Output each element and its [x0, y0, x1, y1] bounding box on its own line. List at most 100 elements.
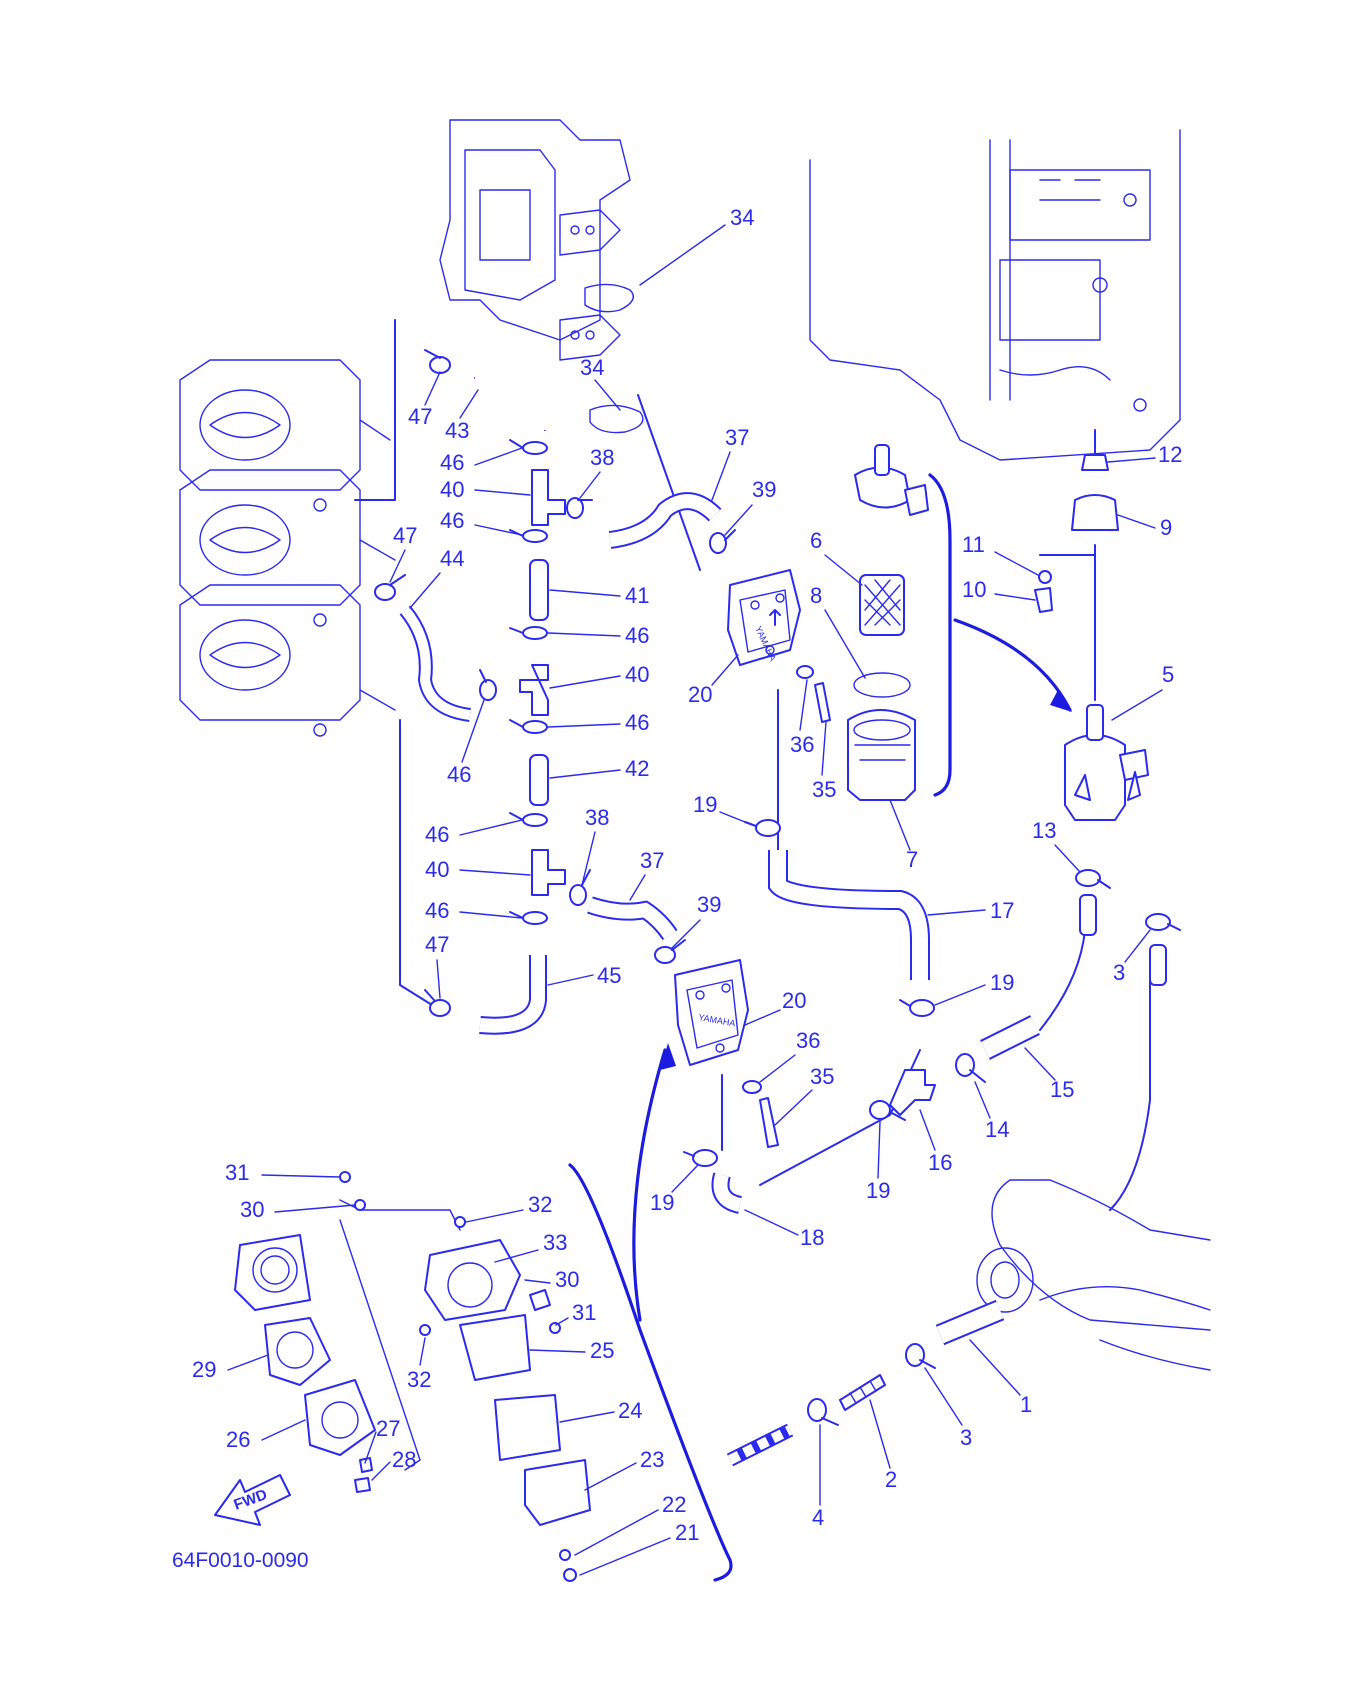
- callout-19-c: 19: [866, 1121, 890, 1203]
- callout-46-d: 46: [547, 710, 649, 735]
- svg-text:9: 9: [1160, 515, 1172, 540]
- bracket-hardware: [1034, 454, 1119, 613]
- svg-text:41: 41: [625, 583, 649, 608]
- callout-31-b: 31: [555, 1300, 596, 1326]
- svg-text:40: 40: [625, 662, 649, 687]
- svg-text:35: 35: [812, 777, 836, 802]
- callout-6: 6: [810, 528, 863, 586]
- clamp-46-a: [509, 439, 548, 455]
- clamp-46-g: [509, 911, 548, 925]
- callout-28: 28: [371, 1447, 416, 1481]
- svg-text:47: 47: [425, 932, 449, 957]
- hose-45: [479, 955, 547, 1035]
- lower-unit-right: [976, 1179, 1211, 1371]
- svg-text:36: 36: [796, 1028, 820, 1053]
- carburetor-assembly: [179, 359, 396, 737]
- svg-text:19: 19: [990, 970, 1014, 995]
- hose-37-lower: [587, 896, 678, 941]
- callout-37-b: 37: [629, 848, 664, 901]
- callout-36-a: 36: [790, 679, 814, 757]
- callout-32-a: 32: [465, 1192, 552, 1223]
- callout-46-g: 46: [425, 898, 523, 923]
- callout-10: 10: [962, 577, 1036, 602]
- svg-text:47: 47: [393, 523, 417, 548]
- callout-42: 42: [549, 756, 649, 781]
- svg-text:21: 21: [675, 1520, 699, 1545]
- svg-text:33: 33: [543, 1230, 567, 1255]
- svg-text:46: 46: [425, 898, 449, 923]
- callout-3-b: 3: [924, 1367, 972, 1450]
- svg-text:32: 32: [407, 1367, 431, 1392]
- callout-30-a: 30: [240, 1197, 356, 1222]
- clamp-19-c: [869, 1100, 906, 1121]
- clamp-14: [955, 1053, 986, 1083]
- callout-12: 12: [1107, 442, 1182, 467]
- callout-29: 29: [192, 1354, 269, 1382]
- svg-text:19: 19: [693, 792, 717, 817]
- svg-text:39: 39: [697, 892, 721, 917]
- svg-text:45: 45: [597, 963, 621, 988]
- svg-text:3: 3: [1113, 960, 1125, 985]
- callout-19-b: 19: [934, 970, 1014, 1006]
- svg-text:35: 35: [810, 1064, 834, 1089]
- callout-13: 13: [1032, 818, 1081, 873]
- callout-25: 25: [529, 1338, 614, 1363]
- svg-text:19: 19: [866, 1178, 890, 1203]
- svg-text:19: 19: [650, 1190, 674, 1215]
- svg-text:46: 46: [447, 762, 471, 787]
- clamp-3-b: [905, 1343, 936, 1369]
- clamp-46-b: [509, 529, 548, 543]
- clamp-38-b: [569, 869, 591, 906]
- svg-text:7: 7: [906, 847, 918, 872]
- screws-washers: [742, 665, 831, 1148]
- svg-text:44: 44: [440, 546, 464, 571]
- callout-17: 17: [927, 898, 1014, 923]
- hose-joint-2: [839, 1374, 886, 1411]
- callout-47-a: 47: [408, 371, 441, 429]
- svg-text:20: 20: [688, 682, 712, 707]
- t-joints: [519, 469, 936, 1116]
- hose-1: [935, 1299, 1005, 1346]
- clamp-19-a: [744, 819, 781, 837]
- clamp-46-f: [509, 812, 548, 827]
- clamp-13: [1075, 869, 1111, 889]
- svg-text:1: 1: [1020, 1392, 1032, 1417]
- svg-text:11: 11: [962, 532, 985, 557]
- fuel-filter-5: [1064, 704, 1149, 821]
- svg-text:26: 26: [226, 1427, 250, 1452]
- hose-18: [711, 1172, 743, 1214]
- callout-4: 4: [812, 1424, 824, 1530]
- callout-40-c: 40: [425, 857, 531, 882]
- clamp-47-a: [424, 349, 451, 374]
- callout-5: 5: [1111, 662, 1174, 721]
- callout-3-a: 3: [1113, 929, 1151, 985]
- callout-21: 21: [579, 1520, 699, 1576]
- hose-17: [768, 850, 930, 980]
- svg-text:4: 4: [812, 1505, 824, 1530]
- group-brackets: [568, 473, 1072, 1582]
- clamp-19-b: [899, 999, 935, 1017]
- callout-27: 27: [364, 1416, 400, 1464]
- callout-2: 2: [869, 1399, 897, 1492]
- callouts: 34 34 47 43 46 38 37 40 39 46 47 44 41 4…: [192, 205, 1182, 1576]
- svg-text:27: 27: [376, 1416, 400, 1441]
- svg-text:34: 34: [730, 205, 754, 230]
- callout-35-b: 35: [774, 1064, 834, 1126]
- callout-33: 33: [494, 1230, 567, 1263]
- clamp-39-a: [709, 529, 736, 554]
- svg-text:29: 29: [192, 1357, 216, 1382]
- clamp-46-d: [479, 669, 497, 701]
- svg-text:46: 46: [625, 623, 649, 648]
- callout-46-f: 46: [425, 819, 523, 847]
- svg-text:17: 17: [990, 898, 1014, 923]
- callout-26: 26: [226, 1419, 306, 1452]
- clamp-19-d: [683, 1149, 718, 1167]
- svg-text:46: 46: [440, 508, 464, 533]
- svg-text:39: 39: [752, 477, 776, 502]
- callout-15: 15: [1024, 1047, 1074, 1102]
- svg-text:8: 8: [810, 583, 822, 608]
- svg-text:46: 46: [625, 710, 649, 735]
- svg-text:28: 28: [392, 1447, 416, 1472]
- svg-text:40: 40: [440, 477, 464, 502]
